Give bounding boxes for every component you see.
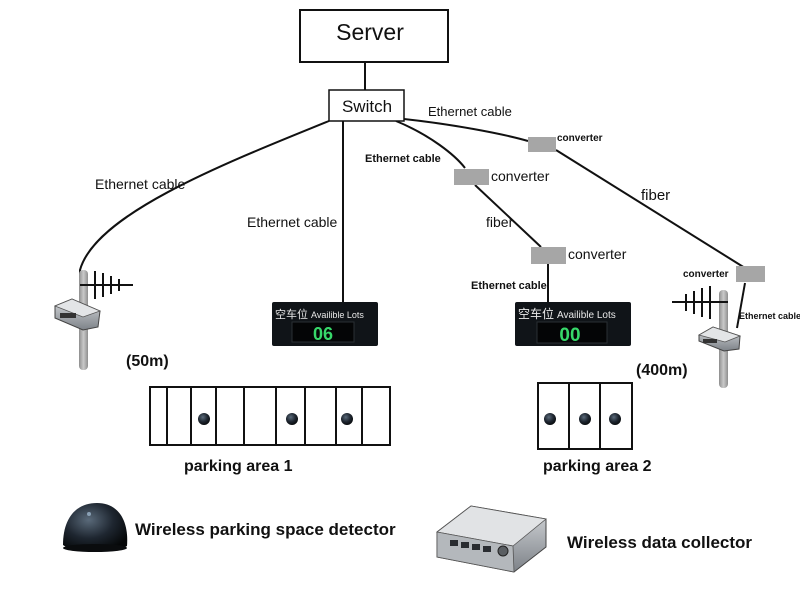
display-count: 00: [559, 325, 580, 346]
left-pole-collector: [53, 270, 133, 370]
switch-converter2-link: [395, 120, 466, 169]
right-pole-collector: [672, 286, 742, 388]
switch-converter1-link: [403, 118, 529, 142]
collector-icon: [436, 505, 547, 573]
parking-area-1: parking area 1: [149, 386, 391, 475]
parking-dividers: [568, 383, 601, 449]
parking-lot-outline: [149, 386, 391, 446]
legend-collector-label: Wireless data collector: [567, 533, 752, 552]
converter-label-3: converter: [568, 246, 627, 262]
legend: Wireless parking space detector Wireless…: [63, 503, 752, 573]
converter-label-4: converter: [683, 269, 729, 280]
converters: converter converter converter converter: [454, 133, 765, 282]
antenna-icon: [672, 286, 728, 319]
legend-detector-label: Wireless parking space detector: [135, 520, 396, 539]
converter-box-4: [736, 266, 765, 282]
data-collector-icon: [53, 298, 102, 331]
switch-left-collector-link: [79, 120, 330, 300]
server-node: Server: [299, 9, 449, 63]
switch-label: Switch: [342, 97, 392, 116]
converter1-converter4-fiber: [555, 149, 746, 269]
parking-area-1-label: parking area 1: [184, 458, 293, 475]
display-count-window: [291, 321, 355, 343]
display-title-en: Availible Lots: [557, 310, 616, 321]
display-count-window: [536, 321, 608, 344]
cable-label-eth-mid: Ethernet cable: [365, 153, 441, 165]
cable-labels: Ethernet cable Ethernet cable Ethernet c…: [95, 104, 800, 321]
distance-left: (50m): [126, 353, 169, 370]
port-block: [450, 540, 491, 552]
converter2-converter3-link: [474, 184, 542, 248]
distance-right: (400m): [636, 362, 688, 379]
cable-label-eth-display2: Ethernet cable: [471, 280, 547, 292]
cable-label-fiber-right: fiber: [641, 187, 670, 204]
display-panel-1: 空车位 Availible Lots 06: [272, 302, 378, 346]
cable-label-eth-left: Ethernet cable: [95, 176, 185, 192]
parking-detector-icon: [198, 413, 210, 425]
cable-label-eth-center: Ethernet cable: [247, 214, 337, 230]
converter-box-3: [531, 247, 566, 264]
connection-lines: [79, 62, 746, 329]
display-count: 06: [313, 324, 333, 344]
display-panel-2: 空车位 Availible Lots 00: [515, 302, 631, 346]
parking-dividers: [166, 387, 363, 445]
converter-label-2: converter: [491, 168, 550, 184]
parking-area-2-label: parking area 2: [543, 458, 652, 475]
parking-detector-icon: [341, 413, 353, 425]
display-title-en: Availible Lots: [311, 310, 364, 320]
switch-node: Switch: [328, 89, 405, 122]
switch-box: [328, 89, 405, 122]
parking-detector-icon: [544, 413, 556, 425]
server-box: [299, 9, 449, 63]
parking-detector-icon: [609, 413, 621, 425]
parking-area-2: parking area 2: [537, 382, 652, 475]
converter-label-1: converter: [557, 133, 603, 144]
cable-label-eth-top-right: Ethernet cable: [428, 104, 512, 119]
parking-detector-icon: [286, 413, 298, 425]
parking-detector-icon: [579, 413, 591, 425]
server-label: Server: [336, 19, 404, 45]
display-title-cn: 空车位: [518, 306, 554, 321]
detector-icon: [63, 503, 128, 552]
converter4-collector2-link: [736, 282, 746, 329]
cable-label-eth-collector2: Ethernet cable: [739, 311, 800, 321]
display-title-cn: 空车位: [275, 307, 308, 321]
data-collector-icon: [697, 326, 742, 352]
converter-box-1: [528, 137, 556, 152]
cable-label-fiber-mid: fiber: [486, 214, 514, 230]
antenna-icon: [80, 271, 133, 299]
converter-box-2: [454, 169, 489, 185]
